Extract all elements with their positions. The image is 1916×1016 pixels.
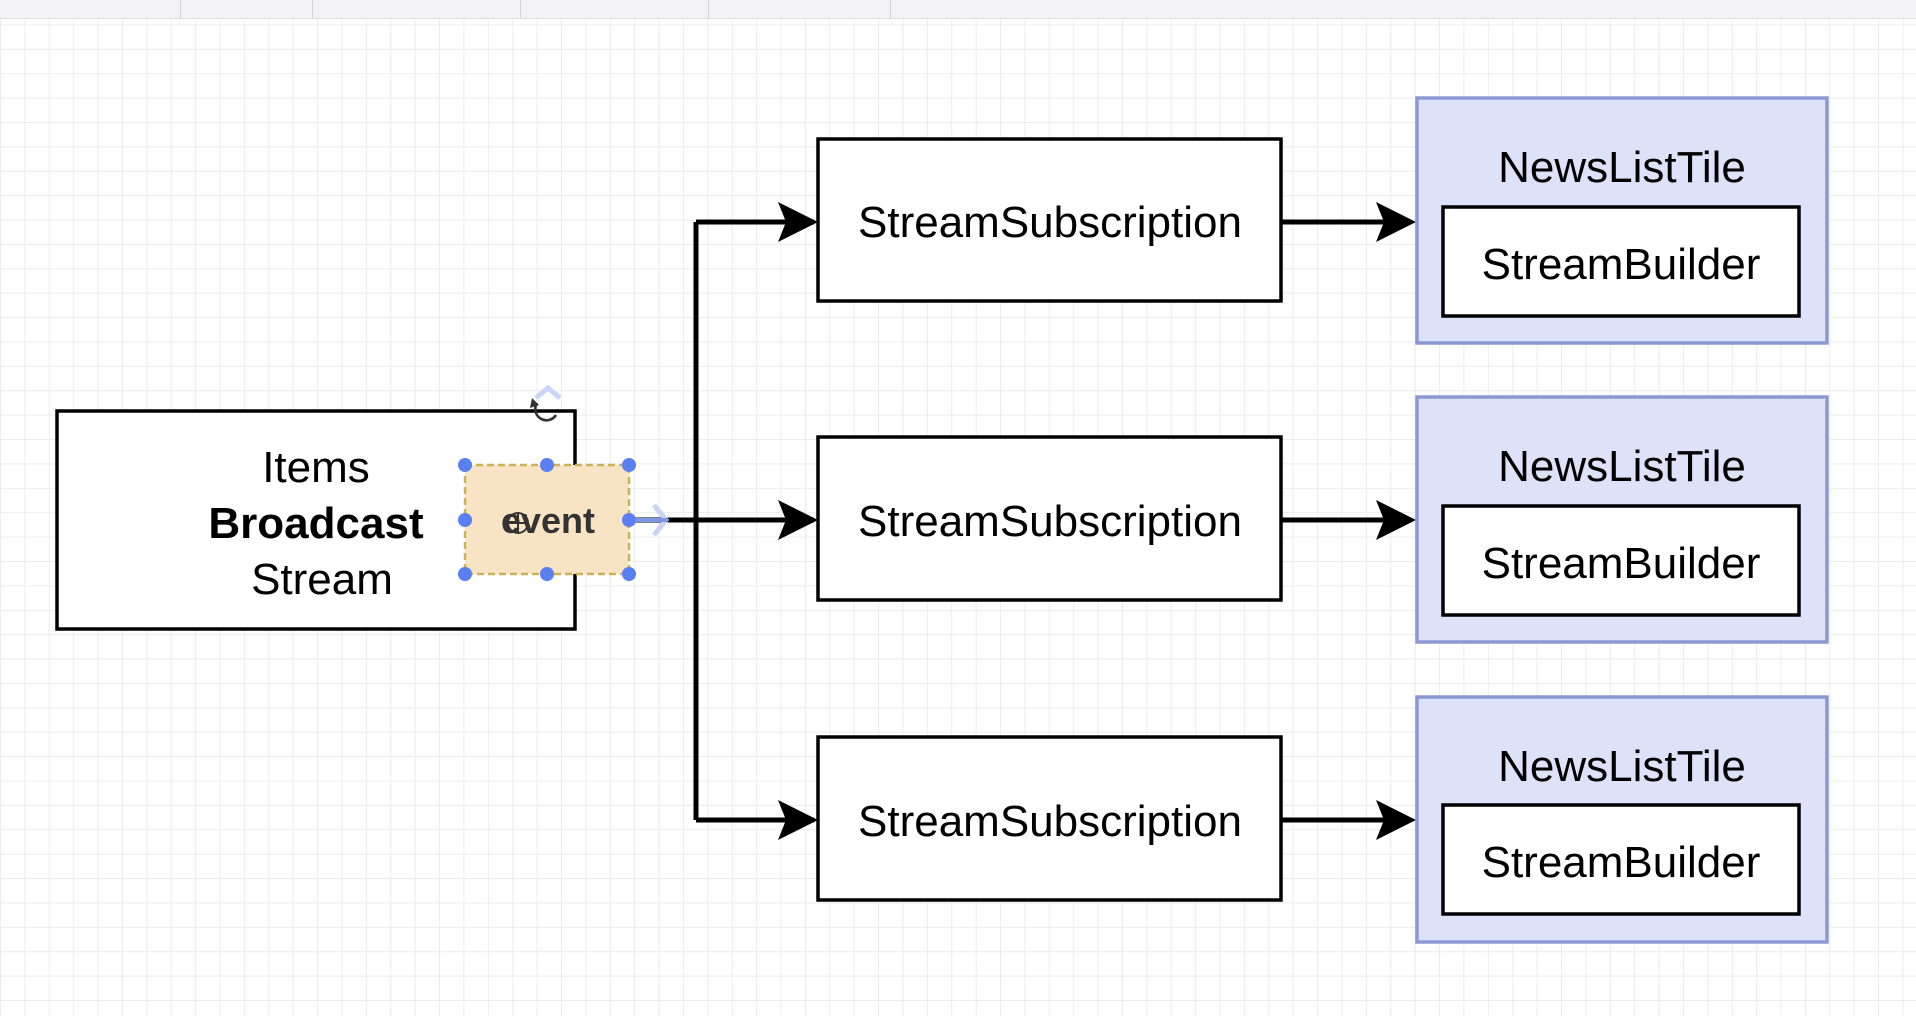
resize-handle-nw[interactable] <box>458 458 472 472</box>
resize-handle-ne[interactable] <box>622 458 636 472</box>
resize-handle-s[interactable] <box>540 567 554 581</box>
stream-builder-box[interactable] <box>1441 205 1801 318</box>
toolbar-divider <box>312 0 313 18</box>
news-list-tile-1[interactable]: NewsListTile StreamBuilder <box>1415 96 1829 345</box>
subscription-box-2[interactable]: StreamSubscription <box>816 435 1283 602</box>
arrow-right-icon <box>1376 500 1416 540</box>
news-list-tile-3[interactable]: NewsListTile StreamBuilder <box>1415 695 1829 944</box>
stream-builder-label: StreamBuilder <box>1482 539 1761 588</box>
rotate-icon[interactable] <box>530 398 558 422</box>
news-list-tile-2[interactable]: NewsListTile StreamBuilder <box>1415 395 1829 644</box>
tile-arrows <box>1281 202 1416 840</box>
event-label: event <box>501 500 595 541</box>
stream-builder-box[interactable] <box>1441 803 1801 916</box>
toolbar-divider <box>890 0 891 18</box>
subscription-rect[interactable] <box>816 137 1283 303</box>
move-cursor-icon <box>507 512 529 534</box>
toolbar-strip <box>0 0 1916 19</box>
arrow-right-icon <box>1376 202 1416 242</box>
subscription-label: StreamSubscription <box>858 497 1242 546</box>
subscription-rect[interactable] <box>816 735 1283 902</box>
resize-handle-w[interactable] <box>458 513 472 527</box>
resize-handle-n[interactable] <box>540 458 554 472</box>
source-label-broadcast: Broadcast <box>208 499 424 548</box>
tile-title: NewsListTile <box>1498 742 1746 791</box>
toolbar-divider <box>520 0 521 18</box>
subscription-box-1[interactable]: StreamSubscription <box>816 137 1283 303</box>
arrow-right-icon <box>778 202 818 242</box>
toolbar-divider <box>180 0 181 18</box>
stream-builder-label: StreamBuilder <box>1482 240 1761 289</box>
resize-handle-se[interactable] <box>622 567 636 581</box>
arrow-right-icon <box>778 500 818 540</box>
connect-hint-up-icon[interactable] <box>534 384 562 400</box>
toolbar-divider <box>708 0 709 18</box>
subscription-label: StreamSubscription <box>858 797 1242 846</box>
stream-builder-label: StreamBuilder <box>1482 838 1761 887</box>
connector-lines <box>632 202 818 840</box>
source-label-items: Items <box>262 443 370 492</box>
resize-handle-sw[interactable] <box>458 567 472 581</box>
stream-builder-box[interactable] <box>1441 504 1801 617</box>
arrow-right-icon <box>1376 800 1416 840</box>
source-label-stream: Stream <box>251 555 393 604</box>
resize-handle-e[interactable] <box>622 513 636 527</box>
subscription-label: StreamSubscription <box>858 198 1242 247</box>
arrow-right-icon <box>778 800 818 840</box>
tile-title: NewsListTile <box>1498 442 1746 491</box>
event-box-selected[interactable]: event <box>458 384 670 581</box>
tile-title: NewsListTile <box>1498 143 1746 192</box>
subscription-box-3[interactable]: StreamSubscription <box>816 735 1283 902</box>
